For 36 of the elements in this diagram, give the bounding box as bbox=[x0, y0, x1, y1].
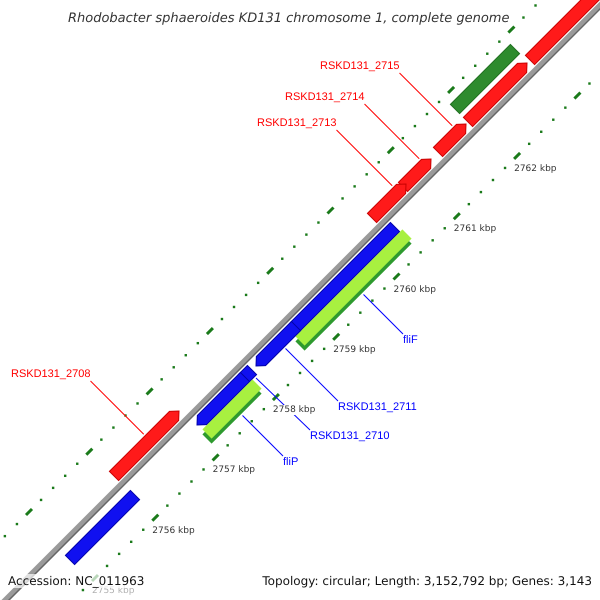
gene-label: fliF bbox=[403, 334, 418, 347]
gene-label: RSKD131_2710 bbox=[310, 430, 390, 443]
gene-bar bbox=[450, 44, 520, 114]
scale-label: 2756 kbp bbox=[152, 526, 195, 536]
leader-line bbox=[399, 72, 453, 126]
scale-label: 2757 kbp bbox=[212, 465, 255, 476]
gene-label: RSKD131_2715 bbox=[320, 60, 400, 73]
scale-label: 2762 kbp bbox=[514, 164, 556, 174]
scale-label: 2758 kbp bbox=[272, 405, 316, 416]
scale-label: 2759 kbp bbox=[333, 344, 376, 355]
leader-line bbox=[285, 348, 338, 402]
footer-text: Accession: NC_011963 bbox=[8, 574, 144, 588]
gene-label: RSKD131_2708 bbox=[11, 368, 91, 381]
leader-line bbox=[336, 130, 393, 186]
gene-feature bbox=[432, 123, 467, 158]
gene-label: RSKD131_2713 bbox=[257, 117, 337, 130]
leader-line bbox=[90, 380, 144, 435]
gene-feature bbox=[366, 183, 407, 224]
gene-label: fliP bbox=[283, 456, 298, 469]
gene-feature bbox=[196, 372, 250, 426]
gene-label: RSKD131_2714 bbox=[285, 91, 365, 104]
gene-bar bbox=[64, 490, 140, 566]
gene-feature bbox=[462, 62, 528, 128]
scale-label: 2760 kbp bbox=[394, 284, 436, 294]
chart-title: Rhodobacter sphaeroides KD131 chromosome 1, complete genome bbox=[68, 10, 510, 28]
leader-line bbox=[242, 415, 284, 456]
gene-feature bbox=[398, 158, 432, 192]
scale-label: 2761 kbp bbox=[454, 224, 496, 234]
gene-label: RSKD131_2711 bbox=[338, 401, 417, 414]
gene-feature bbox=[108, 410, 180, 482]
footer-text: Topology: circular; Length: 3,152,792 bp; Genes: 3,143 bbox=[262, 574, 592, 588]
gene-feature bbox=[255, 320, 302, 367]
leader-line bbox=[363, 294, 404, 334]
gene-bar bbox=[202, 379, 262, 444]
leader-line bbox=[364, 104, 420, 160]
gene-feature bbox=[524, 0, 600, 66]
